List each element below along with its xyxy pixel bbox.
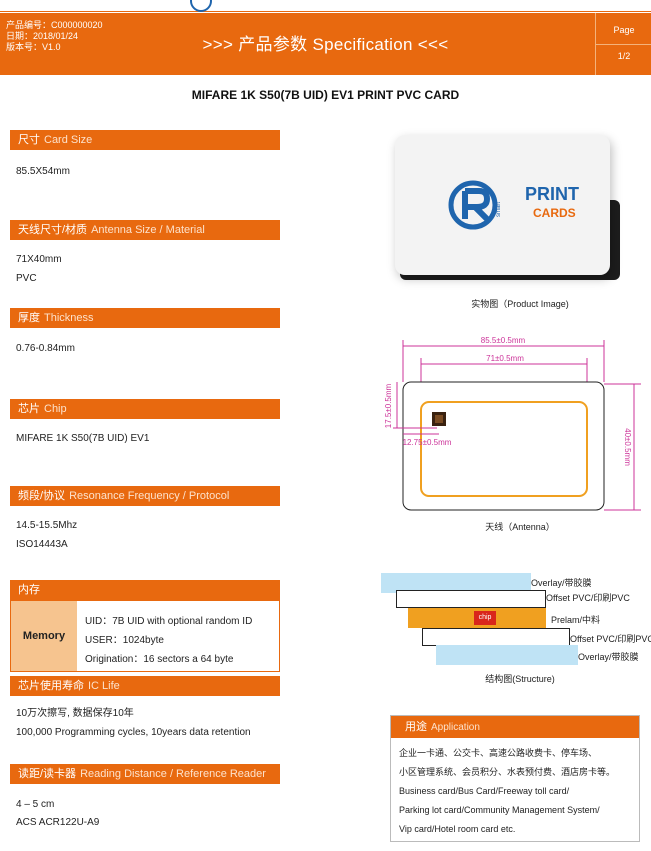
section-card-size: 尺寸 Card Size — [10, 130, 280, 150]
ic-life-en-value: 100,000 Programming cycles, 10years data… — [16, 727, 251, 738]
section-thickness: 厚度 Thickness — [10, 308, 280, 328]
layer-label-prelam: Prelam/中料 — [551, 615, 601, 625]
chip-die — [435, 415, 443, 423]
section-title-en: Reading Distance / Reference Reader — [80, 768, 266, 780]
protocol-value: ISO14443A — [16, 539, 68, 550]
antenna-coil — [420, 401, 588, 497]
ic-life-cn-value: 10万次擦写, 数据保存10年 — [16, 708, 134, 719]
layer-offset-pvc-top — [396, 590, 546, 608]
top-rule — [0, 11, 651, 12]
application-line: 企业一卡通、公交卡、高速公路收费卡、停车场、 — [399, 748, 598, 758]
logo-word-cards: CARDS — [533, 206, 576, 220]
section-title-cn: 频段/协议 — [18, 490, 66, 502]
chip-label: chip — [474, 611, 496, 625]
logo-word-print: PRINT — [525, 184, 579, 204]
card-size-value: 85.5X54mm — [16, 166, 70, 177]
memory-table: Memory UID：7B UID with optional random I… — [10, 600, 280, 672]
reading-distance-value: 4 – 5 cm — [16, 799, 55, 810]
application-line: Vip card/Hotel room card etc. — [399, 824, 516, 834]
chip-value: MIFARE 1K S50(7B UID) EV1 — [16, 433, 150, 444]
section-title-cn: 天线尺寸/材质 — [18, 224, 88, 236]
product-image-caption: 实物图（Product Image) — [471, 299, 569, 309]
antenna-caption: 天线（Antenna） — [485, 522, 555, 532]
application-header: 用途 Application — [391, 716, 639, 738]
application-line: 小区管理系统、会员积分、水表预付费、酒店房卡等。 — [399, 767, 616, 777]
print-cards-logo-icon: smart PRINT CARDS — [448, 180, 579, 230]
page-indicator: Page 1/2 — [595, 13, 651, 75]
section-title-en: Chip — [44, 403, 67, 415]
dim-card-width-label: 85.5±0.5mm — [481, 336, 526, 345]
section-title-cn: 芯片使用寿命 — [18, 680, 84, 692]
dim-height-label: 40±0.5mm — [623, 428, 632, 466]
antenna-size-value: 71X40mm — [16, 254, 62, 265]
header-banner: 产品编号：C000000020 日期：2018/01/24 版本号：V1.0 >… — [0, 13, 651, 75]
layer-overlay-top — [381, 573, 531, 593]
document-version: 版本号：V1.0 — [6, 42, 61, 52]
application-title-cn: 用途 — [405, 721, 427, 733]
application-list: 企业一卡通、公交卡、高速公路收费卡、停车场、 小区管理系统、会员积分、水表预付费… — [399, 744, 615, 839]
application-title-en: Application — [431, 722, 480, 733]
layer-label-overlay-top: Overlay/带胶膜 — [531, 578, 592, 588]
application-line: Parking lot card/Community Management Sy… — [399, 805, 600, 815]
document-date: 日期：2018/01/24 — [6, 31, 79, 41]
application-box: 用途 Application 企业一卡通、公交卡、高速公路收费卡、停车场、 小区管… — [390, 715, 640, 842]
section-memory: 内存 — [10, 580, 280, 600]
layer-label-overlay-bottom: Overlay/带胶膜 — [578, 652, 639, 662]
page-label: Page — [613, 25, 635, 35]
banner-title: >>> 产品参数 Specification <<< — [202, 35, 449, 54]
frequency-value: 14.5-15.5Mhz — [16, 520, 78, 531]
section-ic-life: 芯片使用寿命 IC Life — [10, 676, 280, 696]
section-chip: 芯片 Chip — [10, 399, 280, 419]
structure-caption: 结构图(Structure) — [485, 674, 555, 684]
product-number: 产品编号：C000000020 — [6, 20, 103, 30]
layer-overlay-bottom — [436, 645, 578, 665]
product-image: smart PRINT CARDS — [395, 135, 610, 275]
memory-uid: UID：7B UID with optional random ID — [85, 616, 253, 627]
section-title-en: IC Life — [88, 680, 120, 692]
section-title-cn: 厚度 — [18, 312, 40, 324]
card-outline — [402, 381, 605, 511]
dim-left-top-label: 17.5±0.5mm — [385, 383, 393, 428]
memory-details: UID：7B UID with optional random ID USER：… — [85, 612, 252, 669]
section-title-en: Card Size — [44, 134, 93, 146]
section-title-cn: 尺寸 — [18, 134, 40, 146]
logo-small-text: smart — [496, 202, 502, 217]
section-title-en: Resonance Frequency / Protocol — [69, 490, 230, 502]
page-divider — [596, 44, 651, 45]
layer-prelam: chip — [408, 608, 546, 628]
memory-user: USER：1024byte — [85, 635, 164, 646]
memory-origination: Origination：16 sectors a 64 byte — [85, 654, 234, 665]
dim-antenna-width-label: 71±0.5mm — [486, 354, 524, 363]
section-title-en: Antenna Size / Material — [91, 224, 205, 236]
layer-label-offset-bottom: Offset PVC/印刷PVC — [570, 634, 651, 644]
layer-offset-pvc-bottom — [422, 628, 570, 646]
thickness-value: 0.76-0.84mm — [16, 343, 75, 354]
product-title: MIFARE 1K S50(7B UID) EV1 PRINT PVC CARD — [191, 88, 460, 102]
layer-label-offset-top: Offset PVC/印刷PVC — [546, 593, 630, 603]
document-meta: 产品编号：C000000020 日期：2018/01/24 版本号：V1.0 — [6, 20, 103, 53]
page-number: 1/2 — [617, 51, 631, 61]
section-title-cn: 读距/读卡器 — [18, 768, 77, 780]
reader-value: ACS ACR122U-A9 — [16, 817, 100, 828]
antenna-material-value: PVC — [16, 273, 37, 284]
application-line: Business card/Bus Card/Freeway toll card… — [399, 786, 570, 796]
memory-label: Memory — [11, 601, 77, 671]
antenna-diagram: 85.5±0.5mm 71±0.5mm 17.5±0.5mm 12.75±0.5… — [385, 336, 641, 511]
section-title-cn: 芯片 — [18, 403, 40, 415]
section-title-en: Thickness — [44, 312, 94, 324]
dim-chip-label: 12.75±0.5mm — [403, 438, 452, 447]
section-title-cn: 内存 — [18, 584, 40, 596]
